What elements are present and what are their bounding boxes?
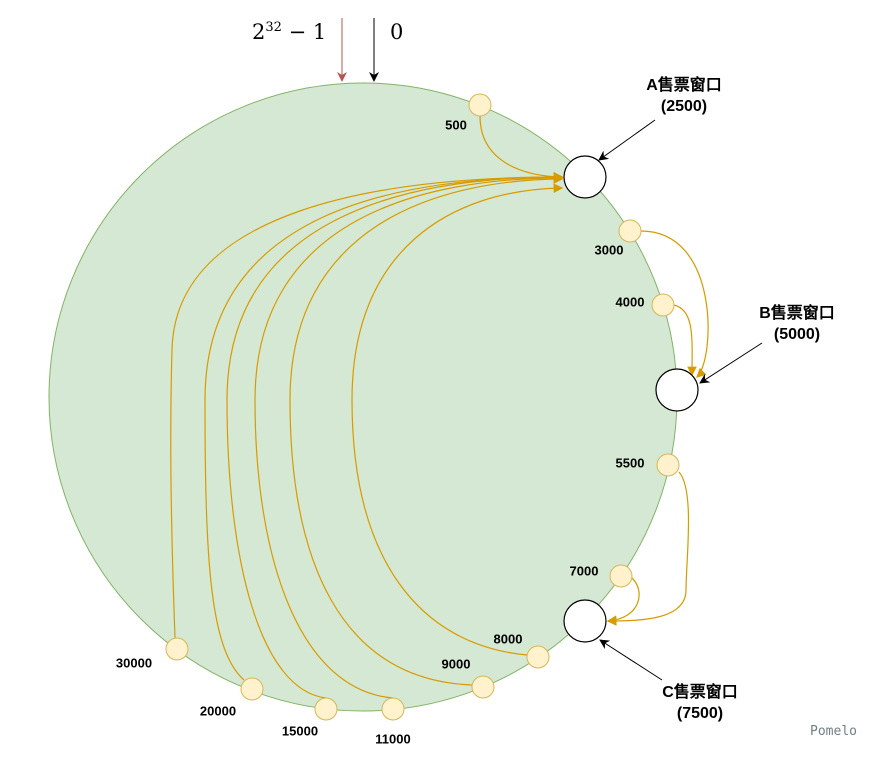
curve-7000-to-c [606,577,640,626]
node-label-4000: 4000 [615,294,645,310]
curve-20000-to-a [204,172,564,681]
curve-5500-to-c [606,471,690,626]
server-b-pointer [699,342,763,384]
node-5500[interactable] [656,453,680,477]
server-b-name: B售票窗口 [759,305,835,322]
node-11000[interactable] [381,697,405,721]
node-label-7000: 7000 [569,563,599,579]
node-500[interactable] [468,93,492,117]
node-8000[interactable] [526,645,550,669]
node-label-5500: 5500 [615,455,645,471]
node-label-20000: 20000 [199,703,237,719]
max-rest: − 1 [281,20,327,44]
server-a-label: A售票窗口 (2500) [646,75,722,117]
server-b[interactable] [655,368,699,412]
node-7000[interactable] [609,564,633,588]
node-4000[interactable] [651,293,675,317]
node-label-500: 500 [445,117,467,133]
max-hash-label: 232 − 1 [252,20,326,44]
max-base: 2 [252,20,266,44]
node-20000[interactable] [240,677,264,701]
server-a-name: A售票窗口 [646,77,722,94]
node-label-30000: 30000 [115,655,153,671]
node-label-15000: 15000 [281,723,319,739]
server-a[interactable] [563,155,607,199]
zero-label: 0 [390,20,404,44]
curve-15000-to-a [226,172,564,699]
server-a-value: (2500) [660,98,708,115]
server-a-pointer [598,119,656,161]
server-c-value: (7500) [676,705,724,722]
node-3000[interactable] [618,219,642,243]
server-c[interactable] [563,599,607,643]
server-c-name: C售票窗口 [662,684,738,701]
curve-9000-to-a [289,174,564,686]
server-b-label: B售票窗口 (5000) [759,303,835,345]
curve-4000-to-b [673,304,697,377]
node-30000[interactable] [165,637,189,661]
node-label-9000: 9000 [441,656,471,672]
node-15000[interactable] [314,697,338,721]
node-9000[interactable] [471,675,495,699]
curve-500-to-a [479,115,564,182]
node-label-3000: 3000 [594,242,624,258]
max-exponent: 32 [265,20,282,35]
watermark: Pomelo [810,724,857,739]
node-label-11000: 11000 [375,731,411,747]
node-label-8000: 8000 [493,631,523,647]
curve-3000-to-b [640,230,709,378]
server-b-value: (5000) [773,326,821,343]
curve-30000-to-a [170,172,564,639]
server-c-label: C售票窗口 (7500) [662,682,738,724]
server-c-pointer [599,639,663,681]
curve-8000-to-a [351,183,564,656]
curve-11000-to-a [254,173,564,699]
